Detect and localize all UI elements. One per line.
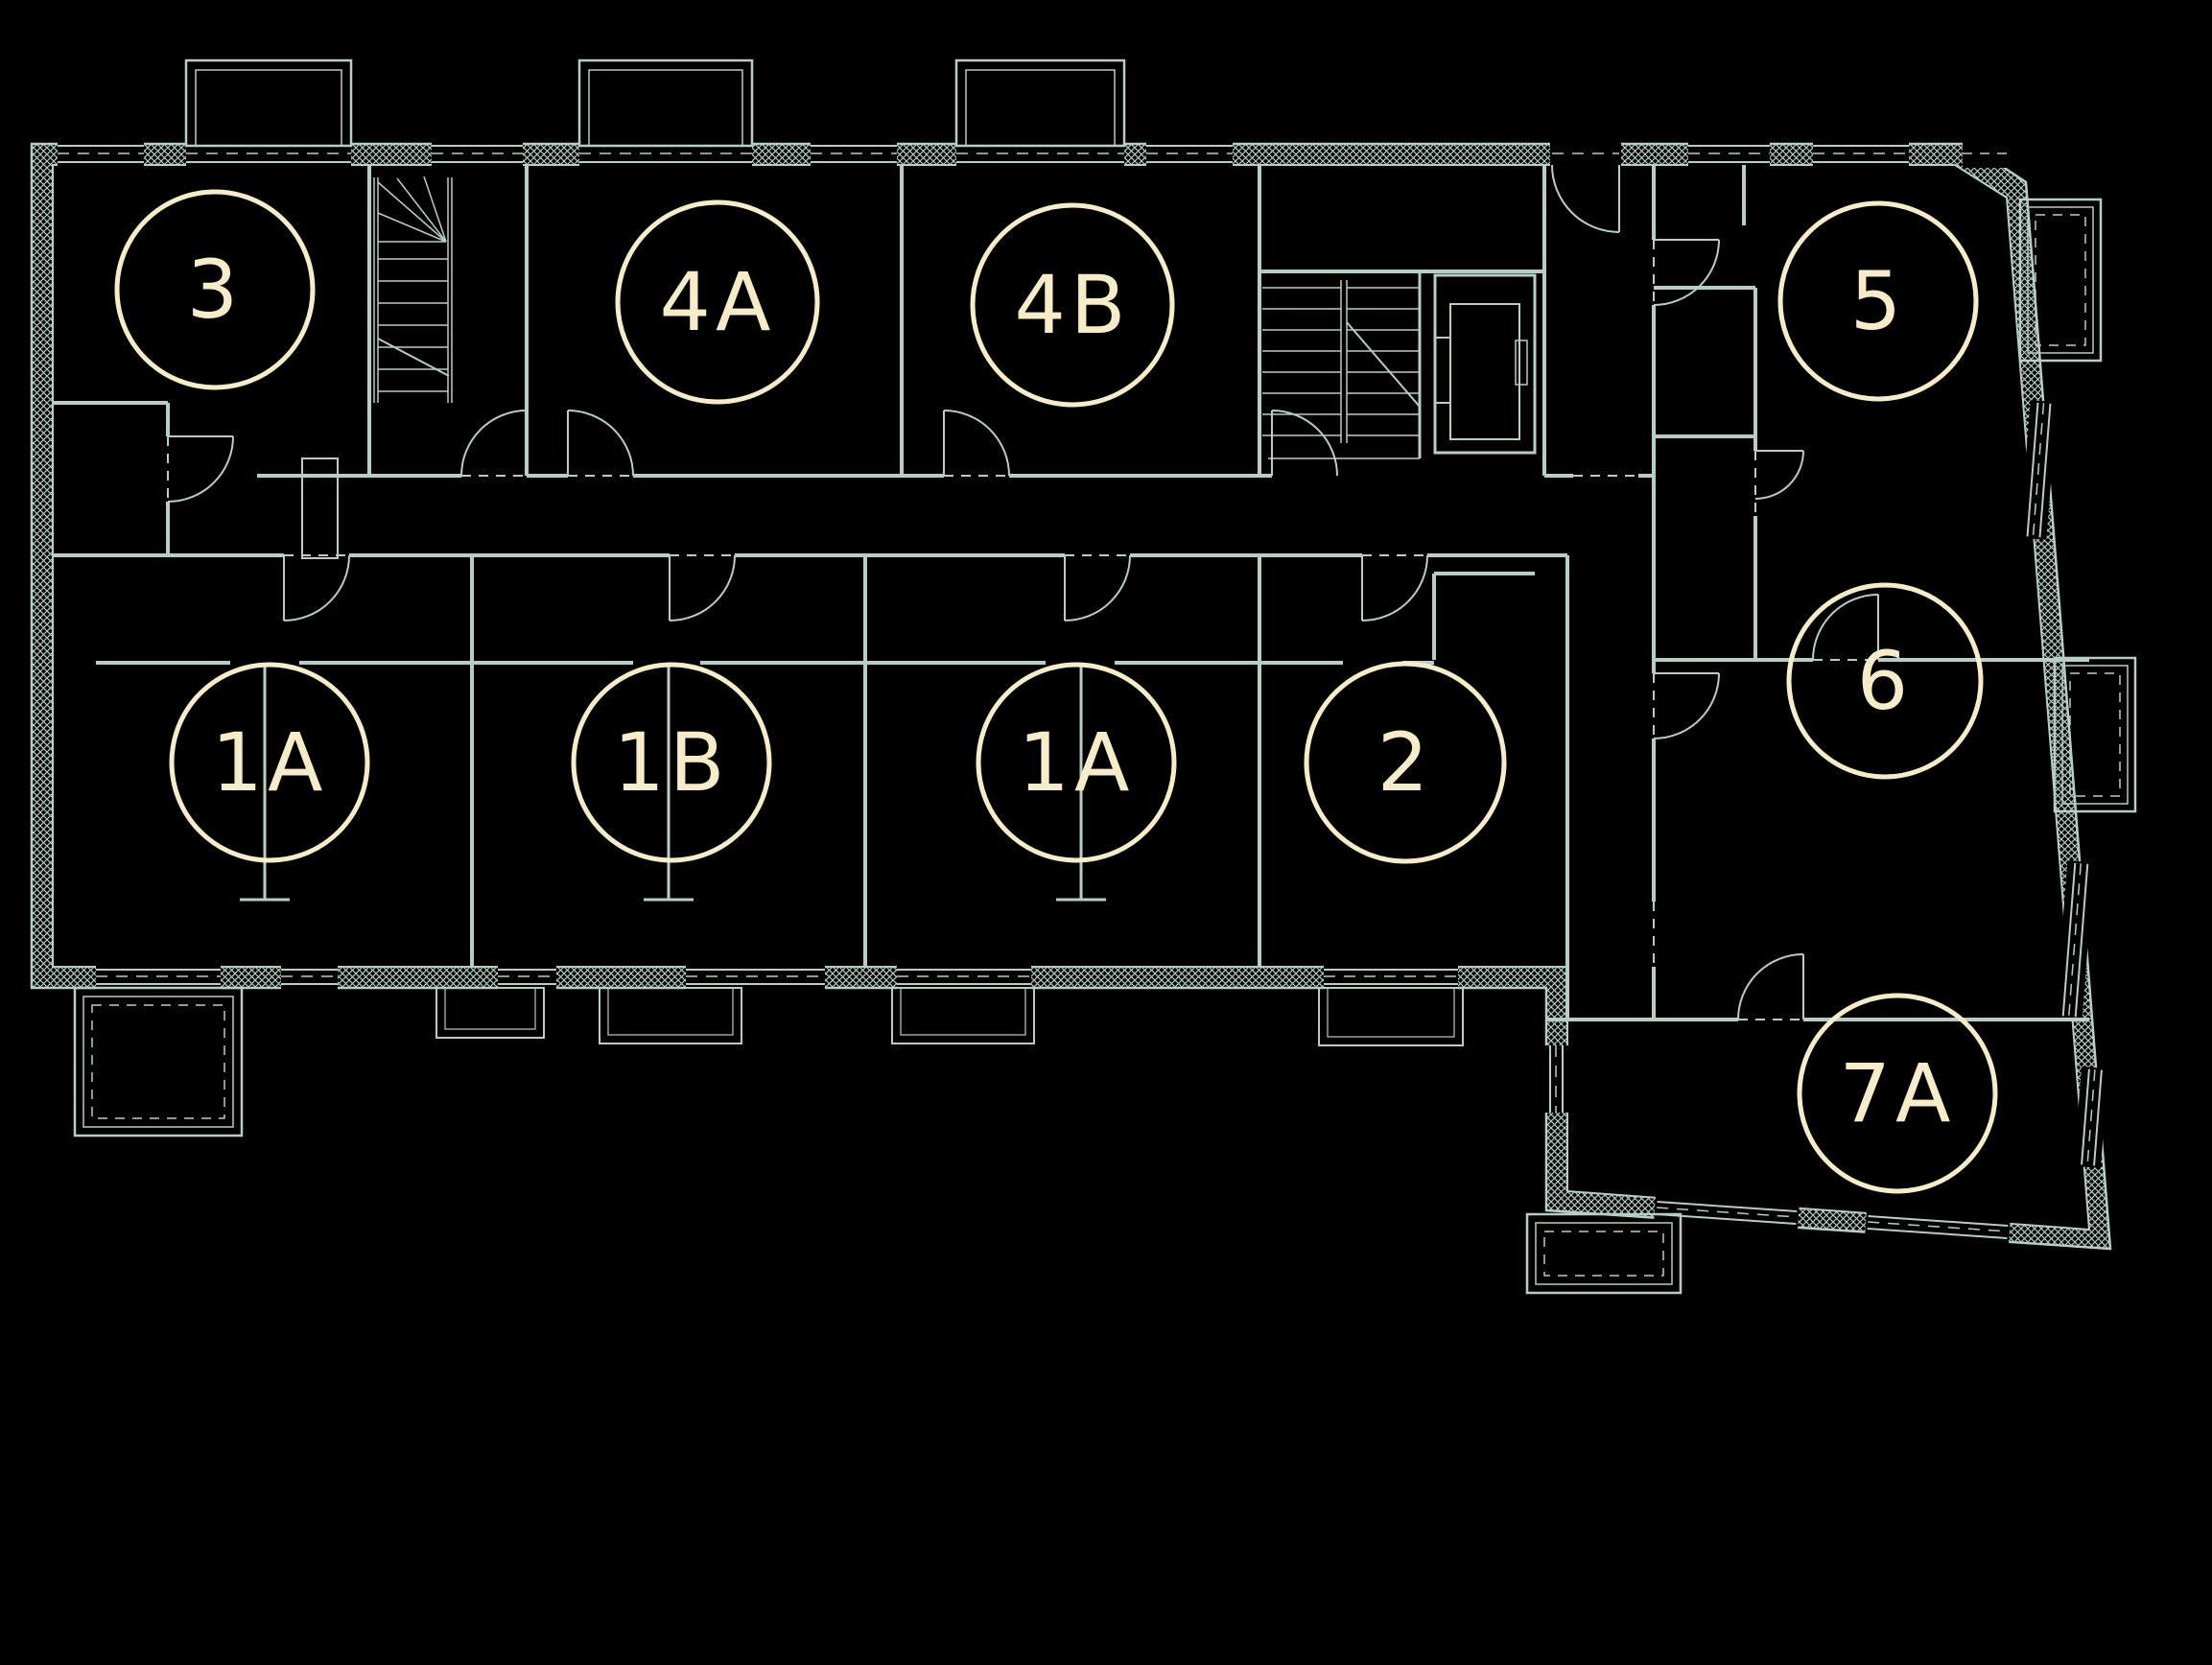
unit-badge-circle — [114, 189, 316, 390]
balconies — [73, 198, 2137, 1295]
unit-badge-circle — [169, 662, 370, 863]
unit-badge-label: 2 — [1377, 715, 1433, 809]
unit-badge-unit-2[interactable]: 2 — [1304, 661, 1507, 864]
unit-badge-label: 6 — [1857, 634, 1913, 728]
window — [281, 964, 338, 991]
bay-windows — [184, 59, 1126, 148]
window — [2073, 1067, 2109, 1168]
unit-badge-label: 1B — [613, 715, 729, 809]
unit-badge-unit-1b[interactable]: 1B — [571, 662, 772, 863]
balcony-bottom-left — [73, 986, 244, 1137]
bay-window — [954, 59, 1126, 148]
unit-badge-label: 3 — [187, 243, 243, 337]
balcony-right-upper — [2018, 198, 2103, 363]
window — [2055, 860, 2095, 1020]
bay-window — [184, 59, 353, 148]
unit-badge-unit-1a-east[interactable]: 1A — [976, 662, 1177, 863]
unit-badge-circle — [1786, 582, 1984, 780]
plumbing-walls — [240, 663, 1106, 902]
unit-badge-label: 4B — [1014, 258, 1130, 352]
elevator — [1433, 273, 1537, 455]
unit-badge-unit-5[interactable]: 5 — [1777, 200, 1979, 402]
unit-badge-label: 4A — [660, 255, 776, 349]
balcony-right-lower — [2053, 656, 2137, 813]
window — [96, 964, 221, 991]
unit-badge-circle — [976, 662, 1177, 863]
window — [1654, 1193, 1800, 1231]
unit-badge-label: 1A — [1019, 715, 1135, 809]
interior-walls — [53, 165, 2089, 1021]
window — [811, 141, 897, 168]
window — [1688, 141, 1770, 168]
windows-bottom-wall — [96, 964, 1458, 991]
unit-badge-unit-4a[interactable]: 4A — [615, 199, 820, 405]
unit-badge-label: 7A — [1840, 1046, 1956, 1140]
stair-west — [373, 176, 453, 403]
unit-badge-circle — [1777, 200, 1979, 402]
unit-badge-circle — [571, 662, 772, 863]
sill — [435, 987, 545, 1039]
door-thresholds — [167, 240, 1878, 1020]
unit-badge-circle — [615, 199, 820, 405]
unit-badge-circle — [1797, 993, 1998, 1194]
bay-window — [577, 59, 754, 148]
window — [1146, 141, 1233, 168]
window — [1963, 141, 2007, 168]
windows-wing-walls — [1543, 400, 2109, 1246]
sill — [599, 987, 742, 1044]
unit-badges-layer: 3 4A 4B 5 1A 1B 1A 2 6 7A — [114, 189, 1998, 1194]
unit-badge-unit-1a-west[interactable]: 1A — [169, 662, 370, 863]
unit-badge-label: 1A — [212, 715, 328, 809]
window — [1324, 964, 1458, 991]
window — [2019, 400, 2058, 540]
balcony-wing-bottom — [1525, 1212, 1683, 1295]
window-sills — [435, 987, 1464, 1046]
window — [1865, 1208, 2011, 1246]
window — [686, 964, 825, 991]
unit-badge-circle — [1304, 661, 1507, 864]
unit-badge-unit-6[interactable]: 6 — [1786, 582, 1984, 780]
window — [897, 964, 1031, 991]
sill — [1318, 987, 1464, 1046]
entry-opening — [1550, 141, 1621, 168]
stair-core — [1262, 271, 1422, 459]
window — [498, 964, 556, 991]
shaft-fixture — [301, 457, 339, 559]
unit-badge-unit-3[interactable]: 3 — [114, 189, 316, 390]
unit-badge-unit-7a[interactable]: 7A — [1797, 993, 1998, 1194]
sill — [891, 987, 1035, 1044]
unit-badge-unit-4b[interactable]: 4B — [970, 202, 1175, 408]
unit-badge-circle — [970, 202, 1175, 408]
window — [432, 141, 523, 168]
unit-badge-label: 5 — [1850, 254, 1906, 348]
window — [1813, 141, 1909, 168]
door-swings — [167, 164, 1879, 1020]
window — [1543, 1045, 1570, 1113]
window — [58, 141, 144, 168]
